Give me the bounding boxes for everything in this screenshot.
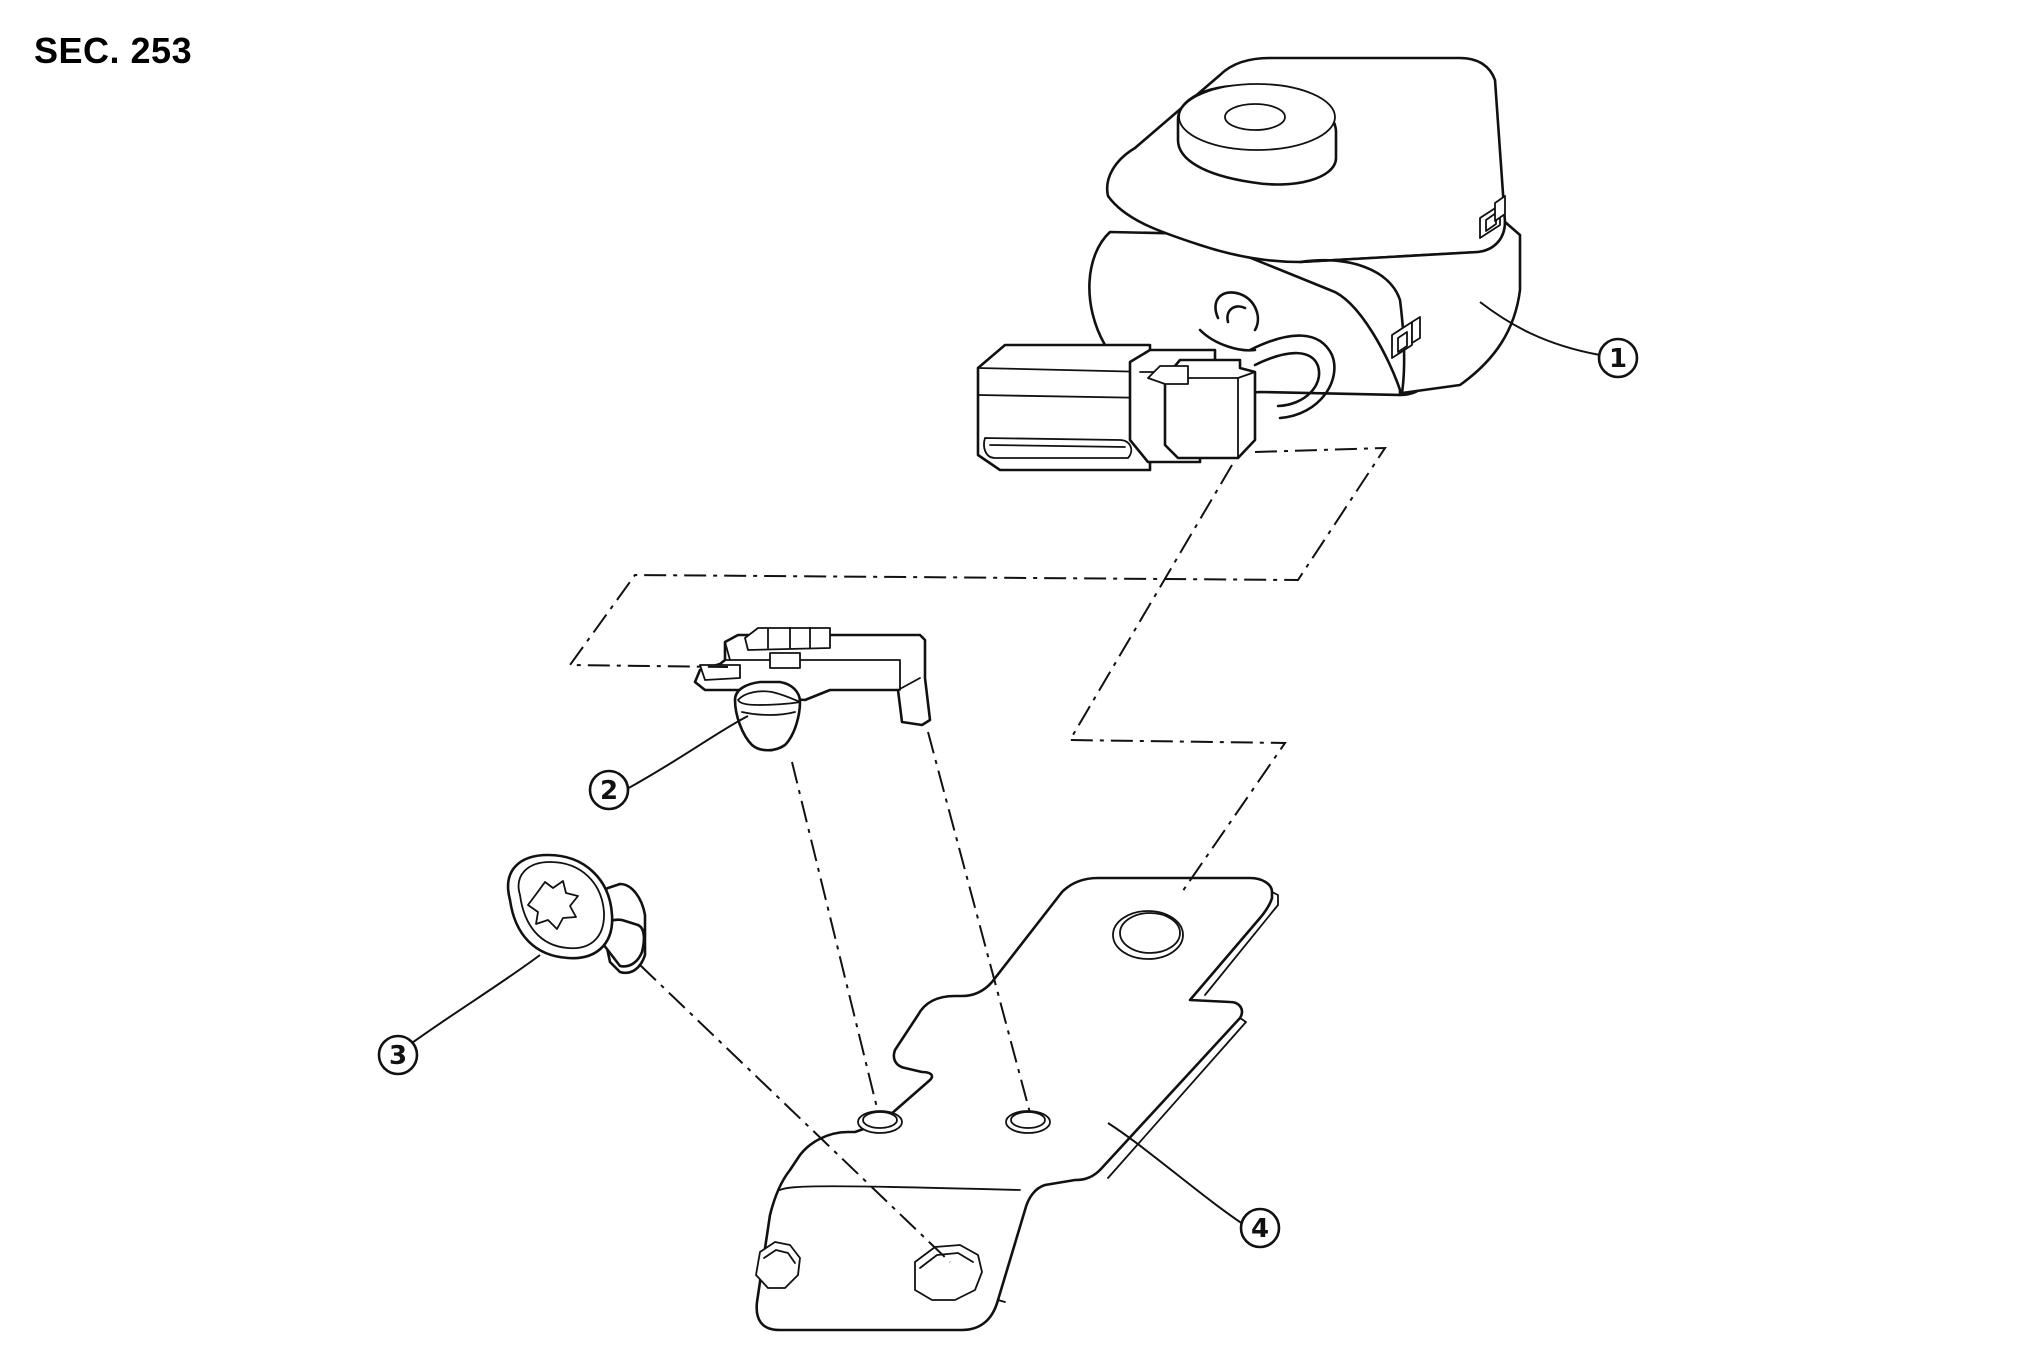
- callout-3: 3: [377, 1034, 419, 1076]
- callout-4: 4: [1239, 1207, 1281, 1249]
- part-4-bracket: [755, 876, 1279, 1332]
- assembly-lines: [568, 446, 1387, 1263]
- leader-lines: [404, 301, 1601, 1231]
- part-2-clip: [693, 627, 932, 752]
- callout-3-label: 3: [389, 1041, 407, 1071]
- part-3-screw: [506, 853, 647, 975]
- part-1-sensor-unit: [976, 56, 1522, 472]
- callout-1: 1: [1597, 337, 1639, 379]
- callout-1-label: 1: [1609, 344, 1627, 374]
- callout-2-label: 2: [600, 776, 618, 806]
- callout-4-label: 4: [1251, 1214, 1269, 1244]
- section-label: SEC. 253: [34, 30, 193, 71]
- callout-2: 2: [588, 769, 630, 811]
